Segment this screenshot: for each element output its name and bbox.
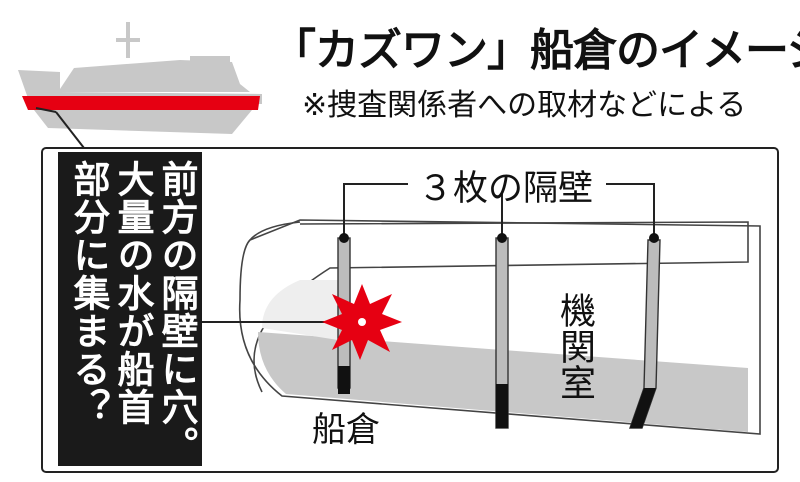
bulkhead-rear bbox=[629, 239, 661, 429]
callout-line-3: 部分に集まる？ bbox=[67, 160, 110, 426]
callout-line-2: 大量の水が船首 bbox=[111, 160, 154, 426]
hold-highlight bbox=[22, 96, 260, 110]
page-subtitle: ※捜査関係者への取材などによる bbox=[302, 88, 747, 123]
hold-label: 船倉 bbox=[312, 410, 380, 450]
page-title: 「カズワン」船倉のイメージ bbox=[272, 25, 800, 76]
ship-silhouette-icon bbox=[18, 22, 262, 134]
engine-room-label: 機関室 bbox=[554, 292, 595, 400]
callout-line-1: 前方の隔壁に穴。 bbox=[155, 160, 198, 464]
bulkhead-middle bbox=[495, 237, 509, 429]
bulkhead-bracket bbox=[343, 183, 655, 236]
callout-pointer bbox=[55, 111, 85, 149]
bulkheads-label: ３枚の隔壁 bbox=[418, 169, 594, 209]
callout-box: 前方の隔壁に穴。 大量の水が船首 部分に集まる？ bbox=[58, 152, 202, 466]
